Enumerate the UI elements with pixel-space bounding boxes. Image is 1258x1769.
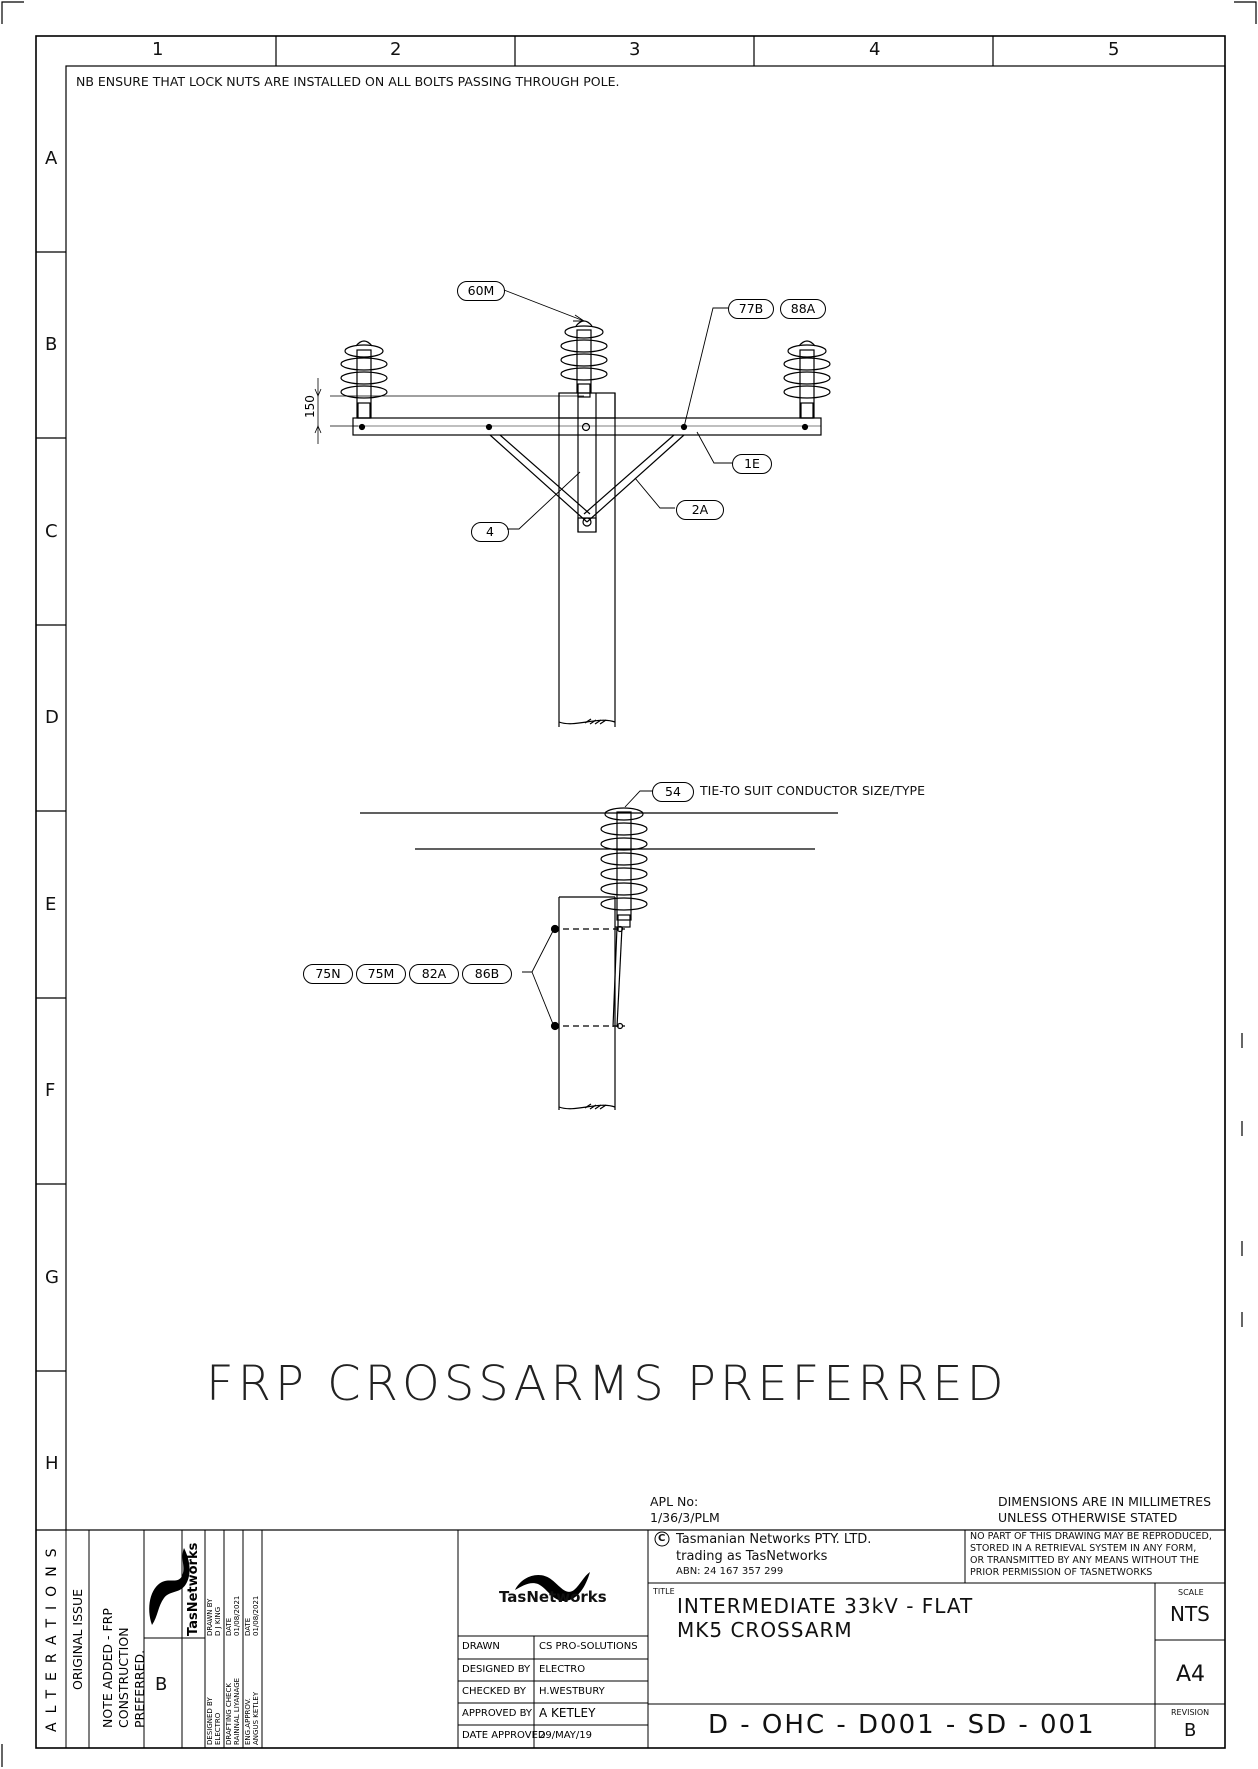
column-label-3: 3 <box>629 39 641 60</box>
upper-pole-assembly <box>314 289 831 727</box>
callout-77b: 77B <box>728 299 774 319</box>
drawing-title-line-1: INTERMEDIATE 33kV - FLAT <box>677 1594 974 1618</box>
inner-frame <box>65 65 1226 1531</box>
row-label-d: D <box>45 707 59 728</box>
eng-approv-label: ENG.APPROV. <box>244 1698 252 1745</box>
company-line-1: Tasmanian Networks PTY. LTD. <box>676 1532 872 1547</box>
row-label-h: H <box>45 1453 59 1474</box>
drafting-check-value: RAINNAL LIYANAGE <box>233 1677 241 1745</box>
alterations-logo-text: TasNetworks <box>186 1542 201 1636</box>
callout-75n: 75N <box>303 964 353 984</box>
designed-by-value: ELECTRO <box>214 1712 222 1745</box>
row-label-b: B <box>45 334 58 355</box>
copyright-icon: C <box>658 1533 666 1544</box>
corner-mark-top-left <box>1 1 24 24</box>
apl-value: 1/36/3/PLM <box>650 1510 720 1525</box>
row-label-g: G <box>45 1267 59 1288</box>
column-label-4: 4 <box>869 39 881 60</box>
alteration-original-issue: ORIGINAL ISSUE <box>70 1588 85 1690</box>
dimensions-note-2: UNLESS OTHERWISE STATED <box>998 1510 1178 1525</box>
drawing-number: D - OHC - D001 - SD - 001 <box>708 1710 1096 1740</box>
rights-line-4: PRIOR PERMISSION OF TASNETWORKS <box>970 1567 1153 1578</box>
row-label-f: F <box>45 1080 56 1101</box>
column-label-2: 2 <box>390 39 402 60</box>
date-label-2: DATE <box>244 1617 252 1636</box>
company-abn: ABN: 24 167 357 299 <box>676 1566 784 1577</box>
row-label-e: E <box>45 894 57 915</box>
revision-label: REVISION <box>1171 1708 1210 1717</box>
top-note: NB ENSURE THAT LOCK NUTS ARE INSTALLED O… <box>76 74 620 89</box>
rights-line-3: OR TRANSMITTED BY ANY MEANS WITHOUT THE <box>970 1555 1199 1566</box>
drawn-by-value: D J KING <box>214 1606 222 1636</box>
revision-value: B <box>1184 1720 1197 1741</box>
callout-75m: 75M <box>356 964 406 984</box>
tasnetworks-logo-main <box>515 1572 590 1602</box>
column-label-1: 1 <box>152 39 164 60</box>
alteration-revision: B <box>155 1674 168 1695</box>
callout-4: 4 <box>471 522 509 542</box>
date-value-1: 01/08/2021 <box>233 1595 241 1636</box>
lower-pole-assembly <box>360 790 838 1110</box>
date-value-2: 01/08/2021 <box>252 1595 260 1636</box>
date-label-1: DATE <box>225 1617 233 1636</box>
tasnetworks-logo-small <box>149 1548 190 1625</box>
rights-line-1: NO PART OF THIS DRAWING MAY BE REPRODUCE… <box>970 1531 1212 1542</box>
scale-value: NTS <box>1170 1602 1210 1626</box>
designed-by-label: DESIGNED BY <box>206 1697 214 1745</box>
drawn-label: DRAWN <box>462 1641 500 1652</box>
drawing-title-line-2: MK5 CROSSARM <box>677 1618 853 1642</box>
checked-label: CHECKED BY <box>462 1686 526 1697</box>
corner-mark-top-right <box>1234 1 1257 24</box>
title-block-lines <box>65 1530 1225 1748</box>
checked-value: H.WESTBURY <box>539 1686 605 1697</box>
alteration-note: NOTE ADDED - FRP CONSTRUCTION PREFERRED. <box>100 1608 147 1728</box>
dimensions-note: DIMENSIONS ARE IN MILLIMETRES <box>998 1494 1212 1509</box>
callout-2a: 2A <box>676 500 724 520</box>
approved-label: APPROVED BY <box>462 1708 533 1719</box>
rights-line-2: STORED IN A RETRIEVAL SYSTEM IN ANY FORM… <box>970 1543 1197 1554</box>
insulator-left <box>340 340 388 419</box>
tie-note: TIE-TO SUIT CONDUCTOR SIZE/TYPE <box>700 783 925 798</box>
designed-label: DESIGNED BY <box>462 1664 531 1675</box>
callout-86b: 86B <box>462 964 512 984</box>
dimension-150: 150 <box>303 395 317 418</box>
designed-value: ELECTRO <box>539 1664 586 1675</box>
frp-preferred-note: FRP CROSSARMS PREFERRED <box>206 1356 1008 1412</box>
callout-1e: 1E <box>732 454 772 474</box>
date-approved-value: 29/MAY/19 <box>539 1730 592 1741</box>
callout-54: 54 <box>652 782 694 802</box>
drafting-check-label: DRAFTING CHECK <box>225 1683 233 1745</box>
insulator-right <box>783 340 831 419</box>
callout-60m: 60M <box>457 281 505 301</box>
company-line-2: trading as TasNetworks <box>676 1549 828 1564</box>
drawn-by-label: DRAWN BY <box>206 1598 214 1636</box>
insulator-centre <box>560 320 608 398</box>
apl-label: APL No: <box>650 1494 699 1509</box>
column-label-5: 5 <box>1108 39 1120 60</box>
callout-82a: 82A <box>409 964 459 984</box>
alterations-heading: ALTERATIONS <box>44 1539 60 1732</box>
insulator-side <box>600 807 648 928</box>
callout-88a: 88A <box>780 299 826 319</box>
eng-approv-value: ANGUS KETLEY <box>252 1691 260 1745</box>
row-label-a: A <box>45 148 58 169</box>
date-approved-label: DATE APPROVED <box>462 1730 546 1741</box>
row-label-c: C <box>45 521 58 542</box>
approved-value: A KETLEY <box>539 1706 596 1720</box>
drawn-value: CS PRO-SOLUTIONS <box>539 1641 638 1652</box>
scale-label: SCALE <box>1178 1588 1204 1597</box>
title-label: TITLE <box>653 1587 675 1596</box>
sheet-size: A4 <box>1176 1662 1206 1687</box>
title-block-logo-text: TasNetworks <box>499 1588 607 1606</box>
